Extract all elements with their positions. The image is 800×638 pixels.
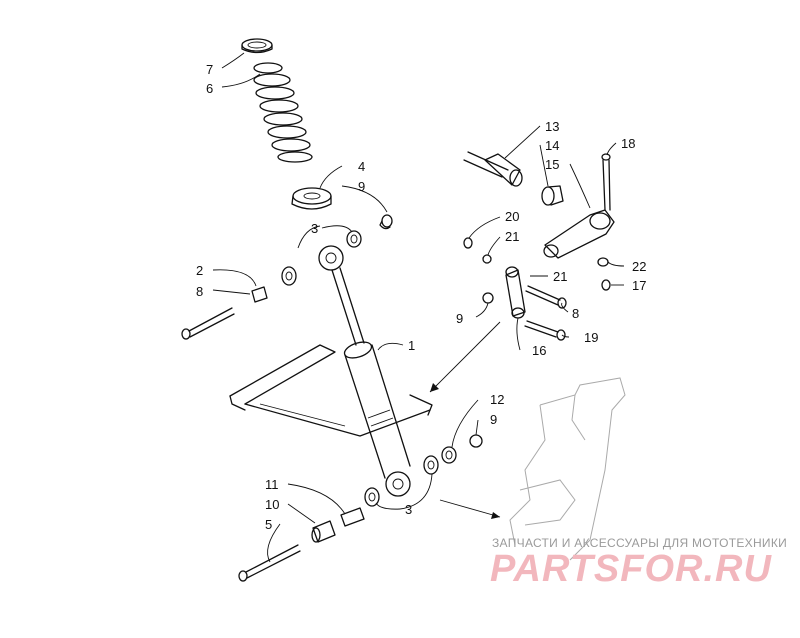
spring-retainer-part <box>241 38 273 54</box>
callout-9-lower: 9 <box>490 412 497 427</box>
callout-6: 6 <box>206 81 213 96</box>
left-bolt-part <box>181 307 235 340</box>
frame-bracket <box>509 377 626 561</box>
bushing-9-lower-part <box>469 434 483 448</box>
callout-8-right: 8 <box>572 306 579 321</box>
callout-17: 17 <box>632 278 646 293</box>
rocker-arm-part <box>543 209 615 259</box>
washer-3-lower-left-part <box>364 487 380 507</box>
callout-9-right: 9 <box>456 311 463 326</box>
callout-2: 2 <box>196 263 203 278</box>
bolt-18-part <box>601 153 611 211</box>
callout-21-lower: 21 <box>553 269 567 284</box>
callout-16: 16 <box>532 343 546 358</box>
washer-3-lower-right-part <box>423 455 439 475</box>
callout-13: 13 <box>545 119 559 134</box>
callout-7: 7 <box>206 62 213 77</box>
left-washer-part <box>281 266 297 286</box>
callout-1: 1 <box>408 338 415 353</box>
watermark-tagline: ЗАПЧАСТИ И АКСЕССУАРЫ ДЛЯ МОТОТЕХНИКИ <box>492 536 788 550</box>
callout-labels: 7 6 4 9 3 2 8 1 13 14 15 18 20 21 21 22 … <box>196 62 646 532</box>
washer-21-part <box>482 254 492 264</box>
callout-14: 14 <box>545 138 559 153</box>
bushing-9-right-part <box>482 292 494 304</box>
bolt-5-part <box>238 544 301 582</box>
top-bushing-part <box>379 214 393 230</box>
callout-8-left: 8 <box>196 284 203 299</box>
callout-20: 20 <box>505 209 519 224</box>
callout-18: 18 <box>621 136 635 151</box>
callout-4: 4 <box>358 159 365 174</box>
bolt-19-part <box>524 320 566 341</box>
sleeve-11-part <box>340 507 365 527</box>
assembly-arrows <box>429 321 501 519</box>
callout-5: 5 <box>265 517 272 532</box>
callout-9: 9 <box>358 179 365 194</box>
sleeve-10-part <box>311 520 336 543</box>
left-sleeve-part <box>251 286 268 303</box>
shock-absorber-part <box>318 245 411 497</box>
spring-seat-part <box>291 187 332 210</box>
bolt-8-right-part <box>525 285 567 309</box>
top-washer-part <box>346 230 362 248</box>
coil-spring-part <box>253 62 313 163</box>
callout-12: 12 <box>490 392 504 407</box>
nut-17-part <box>601 279 611 291</box>
bushing-14-part <box>541 185 564 206</box>
pushrod-part <box>463 151 523 187</box>
callout-22: 22 <box>632 259 646 274</box>
callout-19: 19 <box>584 330 598 345</box>
washer-20-part <box>463 237 473 249</box>
leader-lines <box>212 52 625 563</box>
callout-21-upper: 21 <box>505 229 519 244</box>
link-16-part <box>505 266 526 319</box>
a-arm-frame <box>229 344 433 437</box>
callout-11: 11 <box>265 477 279 492</box>
callout-3-top: 3 <box>311 221 318 236</box>
callout-15: 15 <box>545 157 559 172</box>
callout-3-lower: 3 <box>405 502 412 517</box>
bushing-12-part <box>441 446 457 464</box>
callout-10: 10 <box>265 497 279 512</box>
nut-22-part <box>597 257 609 267</box>
watermark-brand-logo: PARTSFOR.RU <box>490 548 772 590</box>
